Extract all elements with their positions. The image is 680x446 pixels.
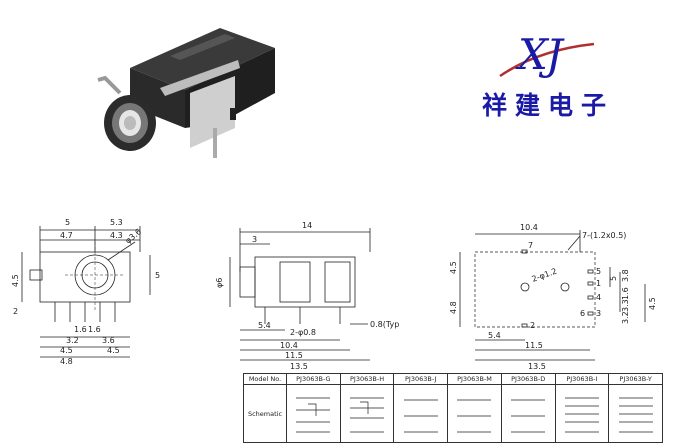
dim-2-phi-1-2: 2-φ1.2 [531,267,558,284]
dim-5-4: 5.4 [258,321,271,330]
dim-phi-6: φ6 [215,278,224,288]
dim-3-2: 3.2 [66,336,79,345]
dim-4-8: 4.8 [60,357,73,366]
schematic-icon [618,397,653,432]
pin-2: 2 [530,321,535,330]
schematic-icon [403,399,438,432]
schematic-label: Schematic [243,384,287,443]
schematic-icon [511,399,546,432]
dim-2-phi-0-8: 2-φ0.8 [290,328,316,337]
table-header-row: Model No. PJ3063B-G PJ3063B-H PJ3063B-J … [243,373,663,385]
dim-1-6-r: 1.6 [621,287,630,300]
dim-3-2-r: 3.2 [621,311,630,324]
schematic-icon [296,397,331,432]
dim-5-r: 5 [609,276,618,281]
pin-6: 6 [580,309,585,318]
model-table: Model No. PJ3063B-G PJ3063B-H PJ3063B-J … [243,373,663,443]
pin-3: 3 [596,309,601,318]
model-cell: PJ3063B-M [447,373,502,385]
side-view-drawing: 14 3 φ6 5.4 2-φ0.8 0.8(Typ) 10.4 11.5 13… [210,212,402,372]
dim-11-5: 11.5 [285,351,303,360]
table-schematic-row: Schematic [243,384,663,443]
model-cell: PJ3063B-H [339,373,395,385]
dim-5-top: 5 [65,218,70,227]
dim-4-3: 4.3 [110,231,123,240]
dim-0-8-typ: 0.8(Typ) [370,320,400,329]
model-no-label: Model No. [243,373,287,385]
dim-2: 2 [13,307,18,316]
schematic-cell [286,384,341,443]
dim-4-5-bottom: 4.5 [60,346,73,355]
model-cell: PJ3063B-I [554,373,610,385]
company-logo: XJ 祥建电子 [478,30,628,130]
dim-13-5: 13.5 [290,362,308,371]
schematic-icon [350,397,385,432]
dim-11-5-r: 11.5 [525,341,543,350]
dim-7-pads: 7-(1.2x0.5) [582,231,626,240]
dim-5-right: 5 [155,271,160,280]
schematic-cell [554,384,610,443]
model-cell: PJ3063B-D [500,373,556,385]
front-view-drawing: 5 5.3 4.7 4.3 φ3.6 4.5 5 2 1.6 1.6 3.2 3… [10,212,170,372]
pin-5: 5 [596,267,601,276]
dim-13-5-r: 13.5 [528,362,546,371]
schematic-cell [339,384,395,443]
schematic-cell [393,384,449,443]
schematic-icon [564,397,599,432]
logo-swoosh-icon [499,42,595,78]
model-cell: PJ3063B-Y [608,373,663,385]
dim-14: 14 [302,221,312,230]
dim-1-6b: 1.6 [88,325,101,334]
logo-company-name: 祥建电子 [482,91,615,120]
dim-5-3: 5.3 [110,218,123,227]
dim-1-6a: 1.6 [74,325,87,334]
dim-4-5-right: 4.5 [648,297,657,310]
dim-4-5-left-r: 4.5 [449,261,458,274]
schematic-cell [447,384,502,443]
model-cell: PJ3063B-G [286,373,341,385]
product-photo [90,8,300,168]
pin-1: 1 [596,279,601,288]
dim-10-4-top: 10.4 [520,223,538,232]
logo-mark: XJ [518,30,563,79]
schematic-cell [608,384,663,443]
dim-4-7: 4.7 [60,231,73,240]
dim-4-5-left: 4.5 [11,274,20,287]
dim-3-6: 3.6 [102,336,115,345]
dim-3: 3 [252,235,257,244]
schematic-cell [500,384,556,443]
schematic-icon [457,399,492,432]
dim-5-4-r: 5.4 [488,331,501,340]
dim-10-4: 10.4 [280,341,298,350]
model-cell: PJ3063B-J [393,373,449,385]
pin-4: 4 [596,293,601,302]
dim-3-8: 3.8 [621,269,630,282]
dim-3-3: 3.3 [621,299,630,312]
pcb-layout-drawing: 10.4 7-(1.2x0.5) 4.5 2-φ1.2 4.8 5 1 4 3 … [440,212,670,372]
pin-7: 7 [528,241,533,250]
dim-4-5-bottom-b: 4.5 [107,346,120,355]
dim-4-8-r: 4.8 [449,301,458,314]
